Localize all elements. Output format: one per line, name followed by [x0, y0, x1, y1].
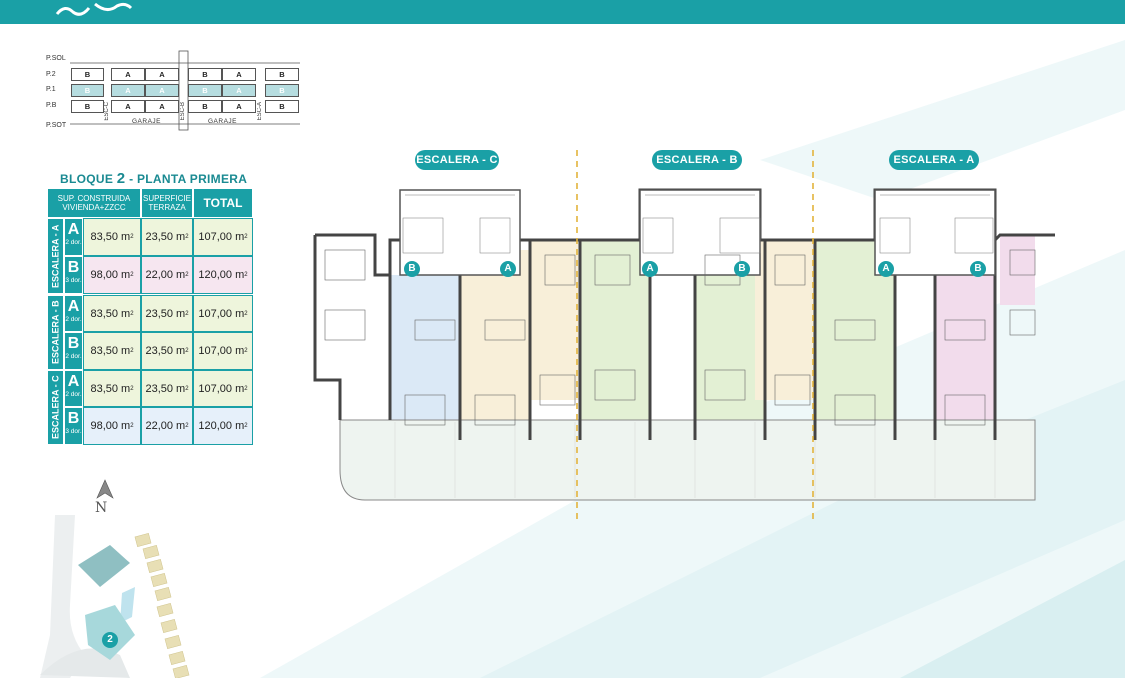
unit-marker: A	[878, 261, 894, 277]
garage-label: GARAJE	[132, 118, 162, 125]
unit-marker: B	[970, 261, 986, 277]
esc-a-label: ESC-A	[257, 102, 263, 121]
header-built: SUP. CONSTRUIDA VIVIENDA+ZZCC	[47, 188, 141, 218]
unit-cell: B	[188, 100, 222, 113]
header-terrace: SUPERFICIE TERRAZA	[141, 188, 193, 218]
esc-c-label: ESC-C	[104, 102, 110, 121]
building-stack-diagram: P.SOL P.2 P.1 P.B P.SOT B A A B A B B A …	[40, 50, 310, 135]
unit-marker: B	[734, 261, 750, 277]
unit-marker: A	[500, 261, 516, 277]
unit-cell-highlight: B	[71, 84, 104, 97]
unit-marker: A	[642, 261, 658, 277]
escalera-c-pill: ESCALERA - C	[415, 150, 499, 170]
unit-cell: A	[145, 100, 179, 113]
garage-label: GARAJE	[208, 118, 238, 125]
header-bar	[0, 0, 1125, 24]
surface-table: SUP. CONSTRUIDA VIVIENDA+ZZCC SUPERFICIE…	[47, 188, 253, 445]
level-p2: P.2	[46, 71, 56, 78]
block-title: BLOQUE 2 - PLANTA PRIMERA	[60, 170, 247, 187]
unit-marker: B	[404, 261, 420, 277]
level-psot: P.SOT	[46, 122, 67, 129]
brand-logo	[55, 2, 133, 16]
unit-cell: B	[71, 68, 104, 81]
north-label: N	[95, 500, 108, 516]
unit-cell: B	[71, 100, 104, 113]
unit-cell: B	[265, 68, 299, 81]
esc-b-label: ESC-B	[180, 102, 186, 121]
unit-cell: B	[265, 100, 299, 113]
block-title-prefix: BLOQUE	[60, 172, 117, 186]
unit-cell-highlight: A	[111, 84, 145, 97]
site-map	[40, 515, 190, 678]
level-p1: P.1	[46, 86, 56, 93]
block-title-suffix: - PLANTA PRIMERA	[125, 172, 248, 186]
escalera-a-pill: ESCALERA - A	[889, 150, 979, 170]
unit-cell: A	[222, 68, 256, 81]
unit-cell: B	[188, 68, 222, 81]
block-number: 2	[116, 170, 126, 187]
floor-plan	[313, 150, 1055, 520]
unit-cell: A	[145, 68, 179, 81]
group-label-escalera-c: ESCALERA - C	[47, 370, 64, 445]
north-arrow-icon	[96, 479, 114, 499]
site-block-badge: 2	[102, 632, 118, 648]
unit-cell: A	[111, 68, 145, 81]
unit-cell-highlight: A	[145, 84, 179, 97]
unit-cell: A	[111, 100, 145, 113]
unit-cell-highlight: B	[188, 84, 222, 97]
header-total: TOTAL	[193, 188, 253, 218]
unit-cell: A	[222, 100, 256, 113]
level-pb: P.B	[46, 102, 57, 109]
group-label-escalera-b: ESCALERA - B	[47, 295, 64, 370]
escalera-b-pill: ESCALERA - B	[652, 150, 742, 170]
unit-cell-highlight: A	[222, 84, 256, 97]
unit-cell-highlight: B	[265, 84, 299, 97]
group-label-escalera-a: ESCALERA - A	[47, 218, 64, 294]
level-psol: P.SOL	[46, 55, 66, 62]
